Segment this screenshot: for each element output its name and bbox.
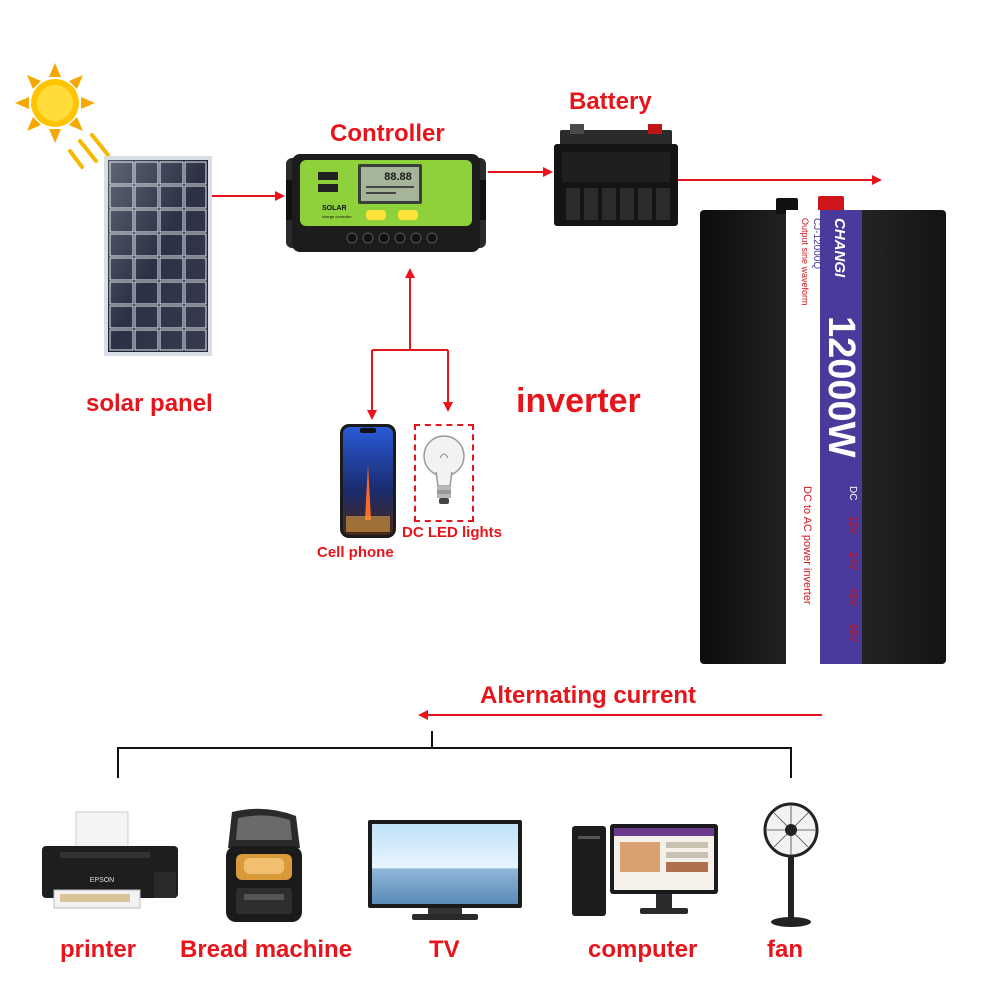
inverter-voltage-24: 24V — [847, 552, 858, 570]
printer-image: EPSON — [42, 811, 178, 909]
bread-machine-label: Bread machine — [180, 936, 353, 963]
inverter-label: inverter — [516, 382, 641, 420]
dc-led-lights-label: DC LED lights — [402, 524, 502, 541]
computer-label: computer — [588, 936, 698, 963]
inverter-image: CHANGI 12000W CJ-12000Q Output sine wave… — [700, 196, 946, 664]
inverter-brand-text: CHANGI — [831, 218, 848, 278]
light-bulb-image — [423, 435, 465, 504]
fan-label: fan — [767, 936, 803, 963]
bread-machine-image — [226, 808, 302, 922]
controller-sub-text: charge controller — [322, 214, 352, 219]
printer-label: printer — [60, 936, 137, 963]
sun-icon — [15, 63, 110, 169]
fan-image — [763, 802, 819, 927]
solar-panel-label: solar panel — [86, 390, 213, 417]
computer-image — [572, 824, 718, 916]
charge-controller-image: 88.88 SOLAR charge controller — [286, 154, 486, 252]
inverter-model-text: CJ-12000Q — [811, 218, 822, 269]
inverter-desc-text: DC to AC power inverter — [801, 486, 813, 605]
printer-brand-text: EPSON — [90, 877, 115, 884]
alternating-current-label: Alternating current — [480, 682, 697, 709]
controller-label: Controller — [330, 120, 445, 147]
cell-phone-label: Cell phone — [317, 544, 394, 561]
tv-label: TV — [429, 936, 460, 963]
inverter-voltage-60: 60V — [847, 624, 858, 642]
inverter-voltage-48: 48V — [847, 588, 858, 606]
inverter-wave-text: Output sine waveform — [800, 218, 810, 306]
inverter-voltage-12: 12V — [847, 516, 858, 534]
tv-image — [368, 820, 522, 920]
cell-phone-image — [340, 424, 396, 538]
controller-brand-text: SOLAR — [322, 205, 347, 212]
controller-lcd-text: 88.88 — [384, 171, 412, 183]
solar-panel-image — [104, 156, 212, 356]
battery-image — [554, 124, 678, 226]
inverter-power-text: 12000W — [820, 316, 862, 458]
battery-label: Battery — [569, 88, 652, 115]
inverter-dc-text: DC — [847, 486, 858, 500]
dc-light-frame — [414, 424, 474, 522]
